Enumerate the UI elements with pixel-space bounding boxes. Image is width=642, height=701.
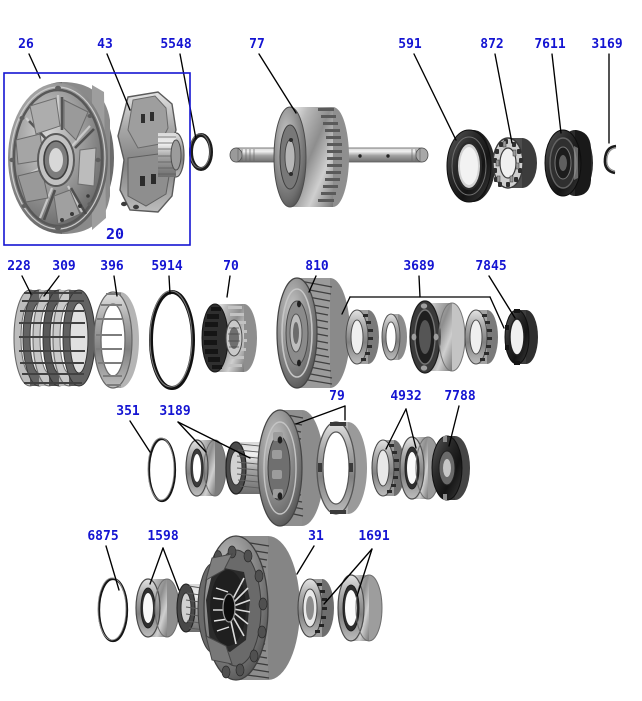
part-43-pump-body-bracket — [117, 91, 185, 213]
part-5914-sealing-ring — [149, 290, 195, 390]
part-7788-bearing-cover-plate — [431, 435, 470, 501]
part-31-tapered-roller-bearing — [297, 578, 334, 638]
part-228-309-clutch-plate-stack — [13, 289, 96, 387]
part-label-309[interactable]: 309 — [52, 259, 76, 274]
part-label-810[interactable]: 810 — [305, 259, 329, 274]
callout-label-20: 20 — [105, 225, 125, 243]
part-872-roller-bearing-cage — [492, 137, 537, 189]
part-label-1691[interactable]: 1691 — [358, 529, 390, 544]
part-label-591[interactable]: 591 — [398, 37, 422, 52]
part-79-output-gear-assembly — [225, 409, 324, 527]
part-7611-oil-seal-retainer — [544, 129, 593, 197]
part-810-helical-counter-gear — [276, 277, 350, 389]
part-label-3169[interactable]: 3169 — [591, 37, 623, 52]
part-label-70[interactable]: 70 — [223, 259, 239, 274]
part-label-5914[interactable]: 5914 — [151, 259, 183, 274]
part-label-7845[interactable]: 7845 — [475, 259, 507, 274]
part-6875-shim-ring — [97, 577, 129, 643]
part-label-3189[interactable]: 3189 — [159, 404, 191, 419]
part-7845-bearing-retainer-nut — [504, 309, 538, 365]
part-label-5548[interactable]: 5548 — [160, 37, 192, 52]
part-label-43[interactable]: 43 — [97, 37, 113, 52]
part-label-6875[interactable]: 6875 — [87, 529, 119, 544]
part-label-77[interactable]: 77 — [249, 37, 265, 52]
part-3689-tapered-roller-bearing-set — [345, 300, 498, 374]
part-3169-snap-ring — [603, 144, 617, 175]
bearing-hub-c — [409, 300, 466, 374]
part-label-26[interactable]: 26 — [18, 37, 34, 52]
bearing-d — [464, 309, 498, 365]
part-label-228[interactable]: 228 — [7, 259, 31, 274]
part-label-7611[interactable]: 7611 — [534, 37, 566, 52]
part-label-31[interactable]: 31 — [308, 529, 324, 544]
part-26-transaxle-case-housing — [8, 82, 114, 234]
race-ring-b — [381, 313, 407, 361]
part-label-79[interactable]: 79 — [329, 389, 345, 404]
part-70-clutch-drum-hub — [201, 303, 257, 373]
part-77-input-shaft-with-drum — [229, 106, 429, 208]
part-label-3689[interactable]: 3689 — [403, 259, 435, 274]
part-396-pressure-plate — [93, 291, 139, 389]
part-1691-tapered-roller-bearing — [337, 574, 383, 642]
part-31-differential-assembly — [176, 535, 300, 681]
part-1598-bearing-outer-race — [135, 578, 180, 638]
part-label-396[interactable]: 396 — [100, 259, 124, 274]
part-label-351[interactable]: 351 — [116, 404, 140, 419]
part-79-retainer-ring — [316, 421, 367, 515]
part-label-872[interactable]: 872 — [480, 37, 504, 52]
part-label-4932[interactable]: 4932 — [390, 389, 422, 404]
bearing-a — [345, 309, 379, 365]
part-3189-bearing-race — [185, 439, 227, 497]
part-label-7788[interactable]: 7788 — [444, 389, 476, 404]
part-591-oil-seal-large — [446, 129, 495, 203]
part-label-1598[interactable]: 1598 — [147, 529, 179, 544]
part-351-shim-ring — [147, 437, 177, 503]
part-5548-o-ring-seal — [189, 133, 213, 171]
